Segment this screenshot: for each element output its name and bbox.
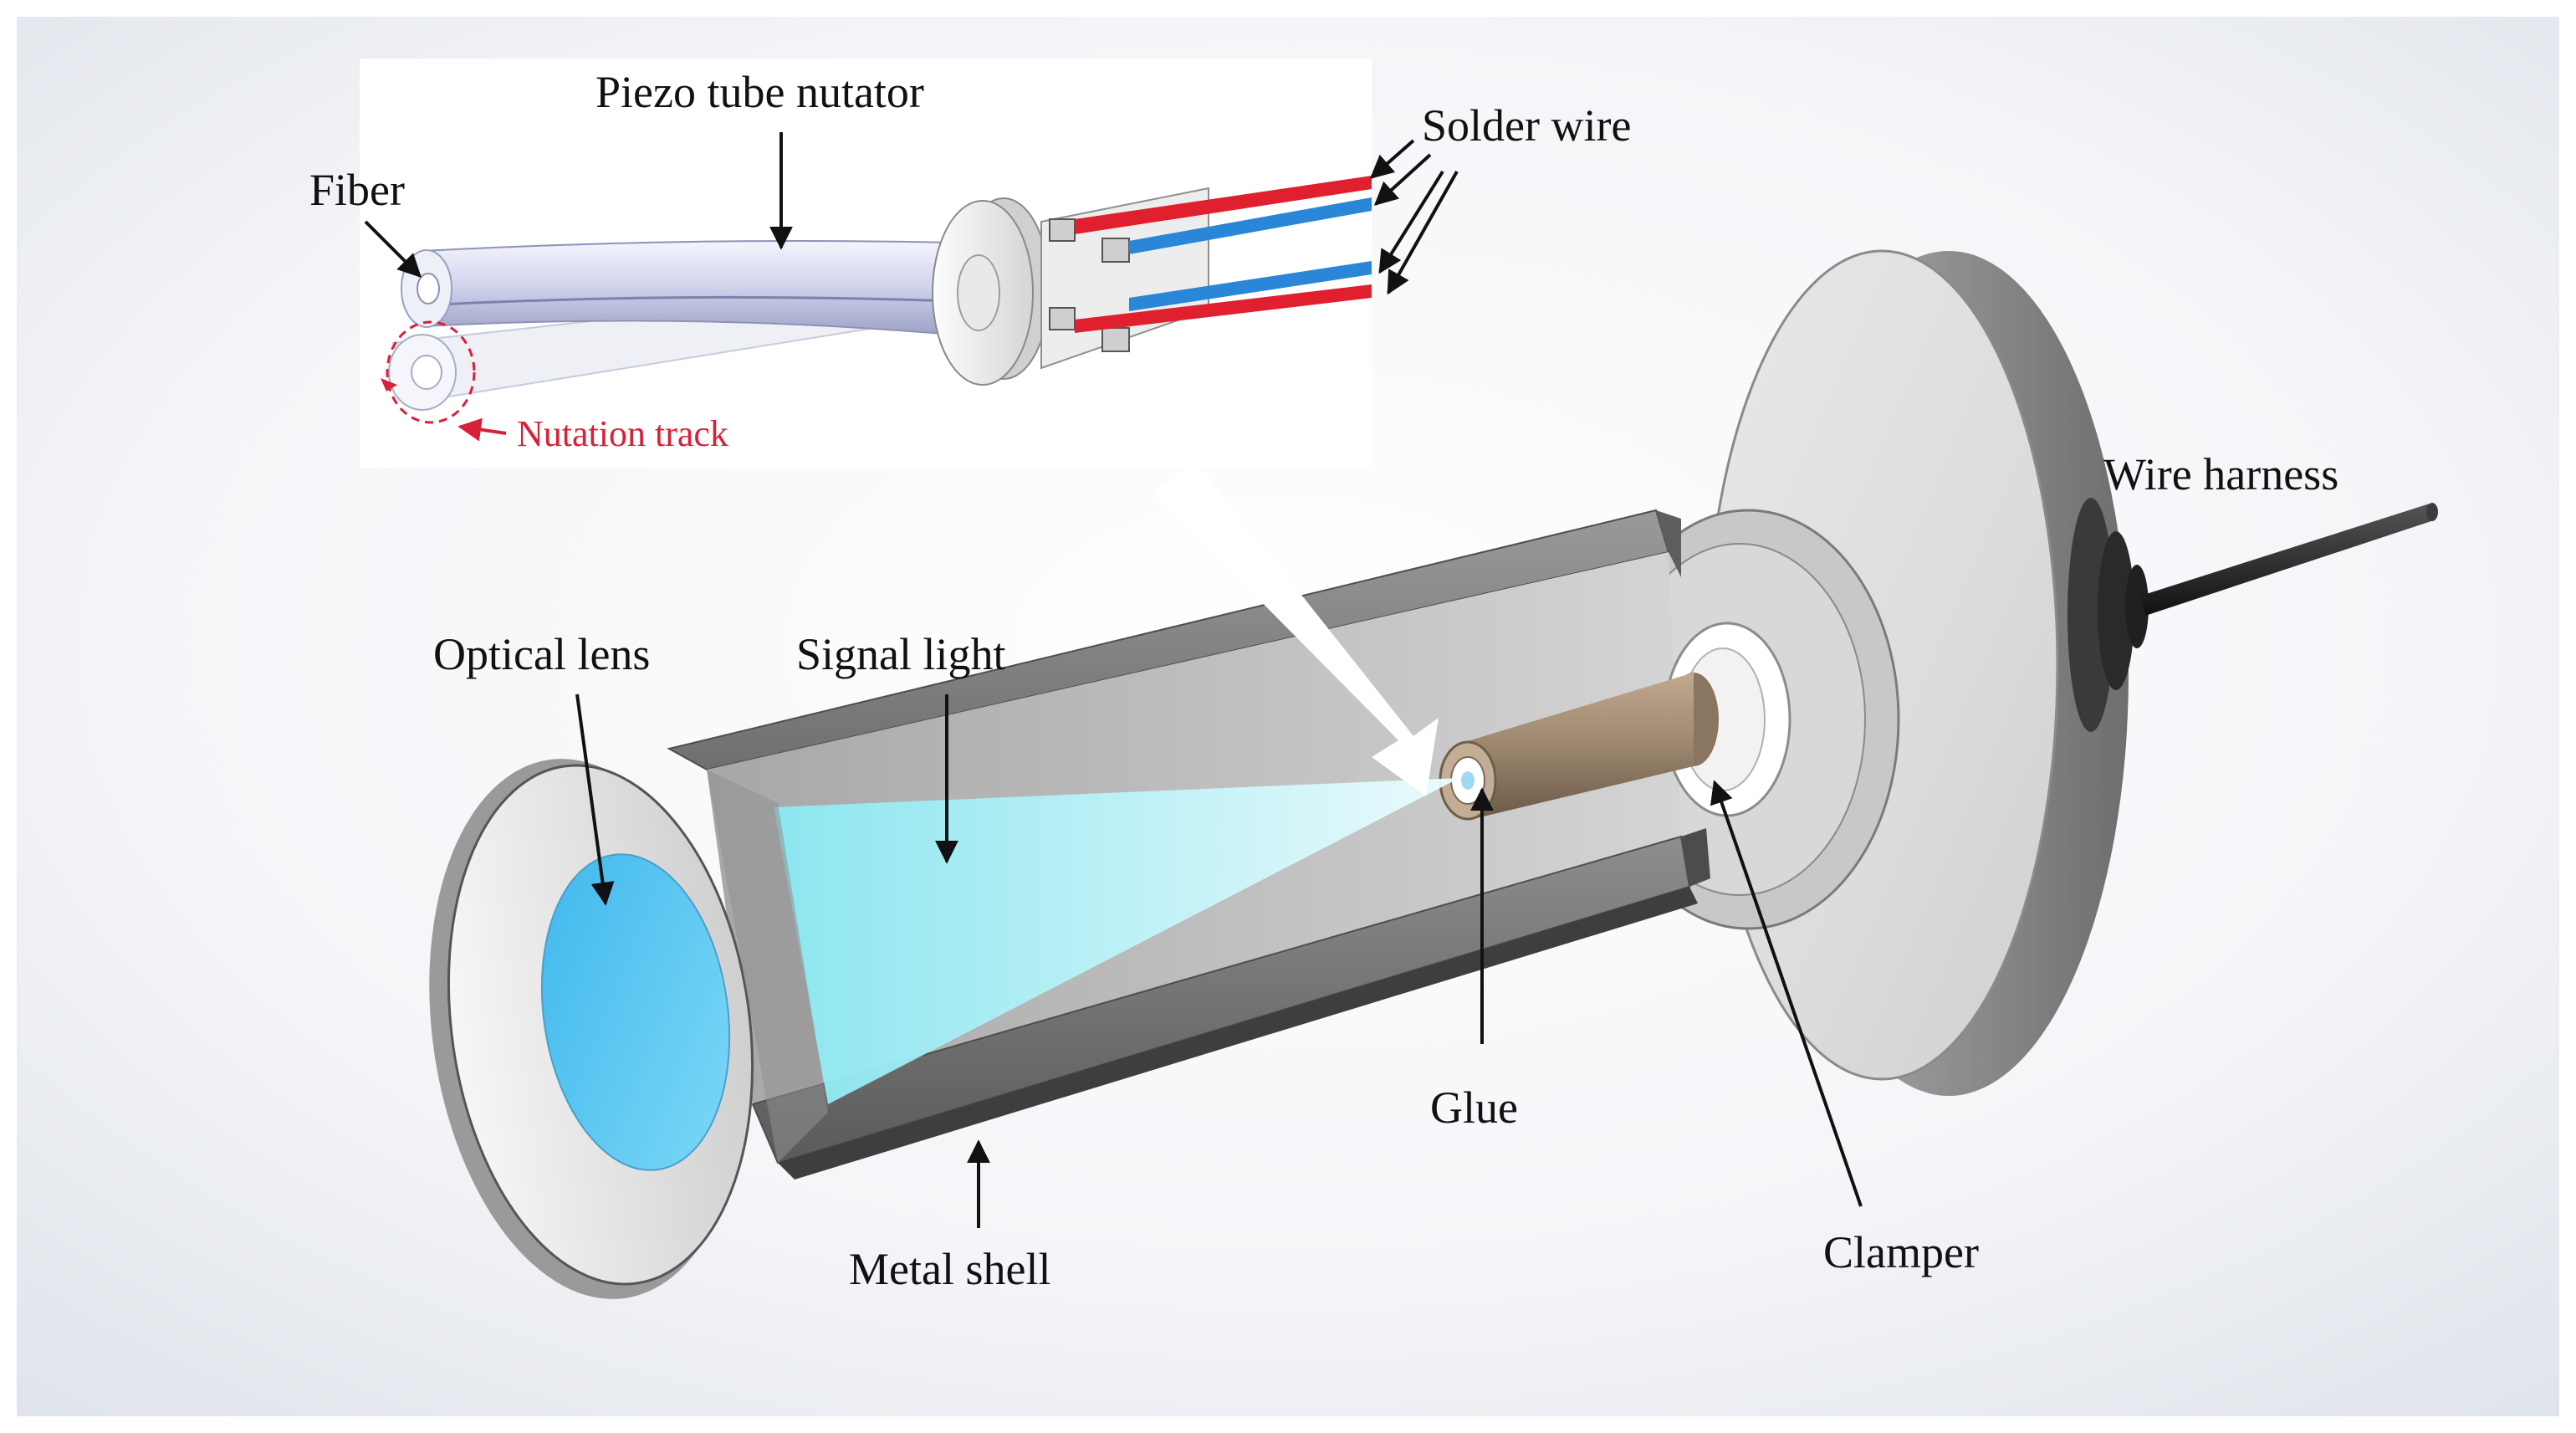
solder-pad (1101, 327, 1130, 352)
harness-cable (2141, 504, 2434, 616)
piezo-inset (360, 59, 1372, 468)
leader-solder-wire-3 (1378, 170, 1444, 274)
label-glue: Glue (1430, 1082, 1518, 1133)
flare-side (707, 770, 828, 1163)
solder-wire-blue-upper (1129, 197, 1372, 254)
leader-solder-wire-1 (1369, 139, 1415, 179)
label-metal-shell: Metal shell (849, 1244, 1050, 1294)
label-wire-harness: Wire harness (2103, 449, 2338, 499)
fiber-holder-tube (1439, 673, 1719, 821)
metal-shell-bottom-cut-face (1681, 828, 1710, 887)
inset-clamp-hole (957, 254, 1000, 331)
label-clamper: Clamper (1823, 1227, 1979, 1277)
piezo-fiber-end (417, 273, 440, 305)
leader-fiber (364, 220, 422, 278)
ghost-end-inner (411, 355, 442, 390)
solder-wire-red-upper (1075, 176, 1372, 234)
solder-wire-blue-lower (1129, 261, 1372, 311)
main-assembly (429, 249, 2438, 1299)
optical-lens (540, 853, 731, 1171)
solder-wire-red-lower (1075, 284, 1372, 333)
inset-pointer-arrow (1153, 462, 1439, 796)
leader-solder-wire-4 (1387, 171, 1459, 295)
lens-housing (429, 759, 828, 1299)
solder-pad (1049, 307, 1076, 330)
solder-pad (1101, 238, 1130, 263)
leader-optical-lens (575, 693, 615, 906)
leader-clamper (1710, 780, 1863, 1207)
metal-shell-top-cut-face (1656, 510, 1681, 577)
solder-pad (1049, 218, 1076, 242)
piezo-tube-body (422, 240, 954, 336)
holder-tube-body (1462, 673, 1694, 818)
label-piezo-tube-nutator: Piezo tube nutator (595, 67, 924, 117)
wire-harness (2067, 498, 2438, 732)
nutation-track-circle (386, 320, 476, 424)
annotations: Piezo tube nutator Fiber Solder wire Nut… (309, 67, 2338, 1294)
label-signal-light: Signal light (796, 629, 1006, 679)
leader-nutation-track (457, 417, 507, 442)
label-fiber: Fiber (309, 165, 405, 215)
harness-boot-tip (2125, 565, 2149, 648)
harness-cable-end (2426, 503, 2438, 521)
label-optical-lens: Optical lens (433, 629, 650, 679)
nutation-track-arrowhead (381, 378, 397, 392)
fiber-tip (1461, 771, 1475, 790)
leader-solder-wire-2 (1373, 153, 1432, 206)
label-nutation-track: Nutation track (517, 413, 728, 454)
piezo-tube-seam (422, 295, 954, 307)
label-solder-wire: Solder wire (1422, 100, 1631, 151)
metal-shell-bottom-shade (778, 887, 1698, 1180)
harness-boot-inner (2098, 531, 2134, 690)
